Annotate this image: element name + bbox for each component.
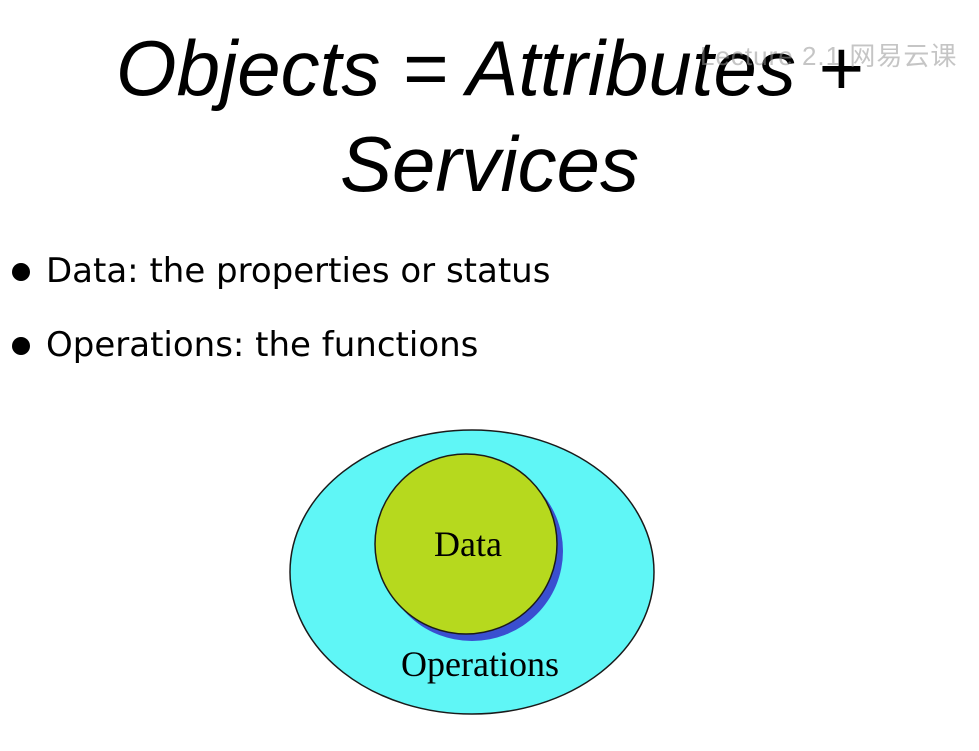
slide-title: Objects = Attributes + Services <box>0 20 979 212</box>
operations-label: Operations <box>401 644 559 684</box>
bullet-dot-icon <box>12 263 30 281</box>
bullet-item-data: Data: the properties or status <box>10 248 550 294</box>
object-diagram-svg: Data Operations <box>289 429 655 715</box>
title-line-1: Objects = Attributes + <box>115 24 864 112</box>
object-diagram: Data Operations <box>280 420 670 730</box>
bullet-dot-icon <box>12 337 30 355</box>
bullet-text: Operations: the functions <box>46 325 479 365</box>
data-label: Data <box>434 524 502 564</box>
title-line-2: Services <box>339 120 640 208</box>
data-circle <box>374 453 558 635</box>
bullet-list: Data: the properties or status Operation… <box>10 248 550 396</box>
bullet-text: Data: the properties or status <box>46 251 551 291</box>
watermark: Lecture 2.1 网易云课 <box>700 41 958 71</box>
bullet-item-operations: Operations: the functions <box>10 322 550 368</box>
